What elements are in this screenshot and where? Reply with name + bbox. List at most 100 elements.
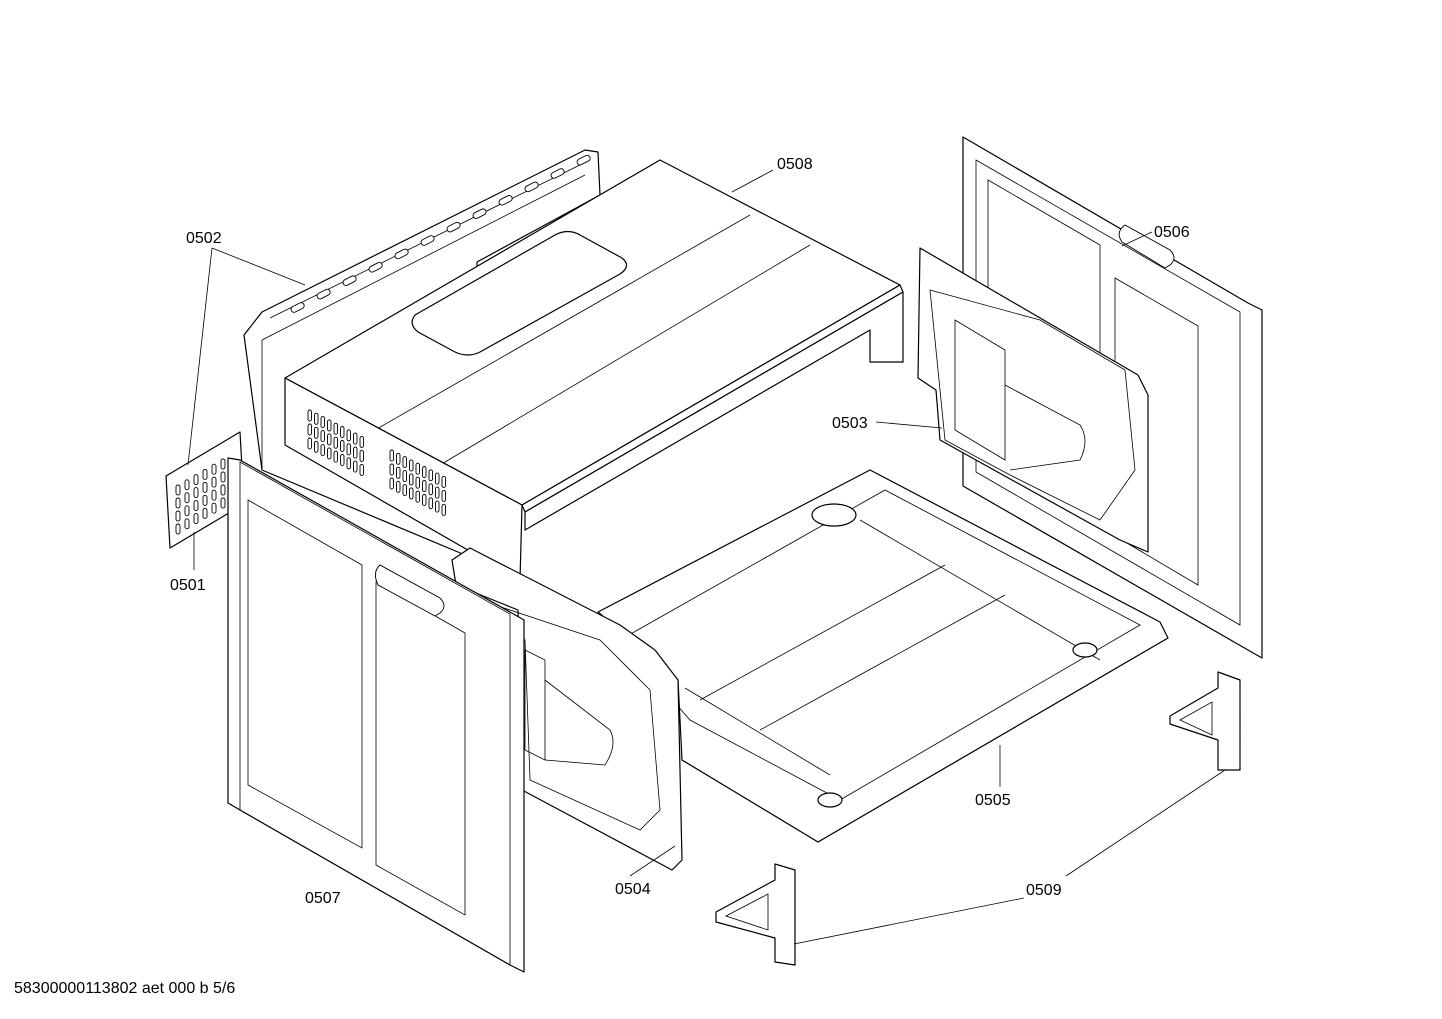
vent-slot	[211, 489, 217, 501]
vent-slot	[409, 459, 414, 472]
vent-slot	[211, 476, 217, 488]
vent-slot	[396, 452, 401, 465]
part-labels: 0502 0508 0506 0503 0501 0505 0504 0509 …	[170, 156, 1190, 907]
vent-slot	[402, 470, 407, 483]
vent-slot	[422, 466, 427, 478]
label-0505: 0505	[975, 792, 1011, 809]
vent-slot	[211, 502, 217, 514]
vent-slot	[202, 494, 208, 506]
vent-slot	[402, 456, 407, 469]
vent-slot	[415, 462, 420, 475]
vent-slot	[409, 473, 414, 486]
vent-slot	[193, 487, 199, 499]
label-0509: 0509	[1026, 882, 1062, 899]
vent-slot	[353, 460, 358, 473]
vent-slot	[316, 288, 331, 300]
vent-slot	[211, 463, 217, 475]
part-0501-vent-panel	[165, 431, 245, 549]
vent-slot	[435, 472, 440, 485]
vent-slot	[327, 419, 332, 432]
vent-slot	[314, 440, 319, 453]
vent-slot	[441, 475, 446, 488]
vent-slot	[422, 480, 427, 492]
vent-slot	[314, 412, 319, 425]
vent-slot	[394, 248, 409, 260]
vent-slot	[550, 168, 565, 179]
vent-slot	[446, 221, 461, 233]
vent-slot	[175, 497, 181, 509]
vent-slot	[346, 443, 351, 456]
vent-slot	[307, 423, 312, 436]
vent-slot	[389, 463, 394, 476]
vent-slot	[175, 484, 181, 496]
vent-slot	[498, 195, 513, 206]
part-0507-front-frame	[227, 457, 525, 973]
vent-slot	[389, 477, 394, 490]
vent-slot	[202, 481, 208, 493]
label-0507: 0507	[305, 890, 341, 907]
vent-slot	[342, 275, 357, 286]
part-0509-bracket-left	[715, 863, 796, 966]
vent-slot	[220, 458, 226, 470]
vent-slot	[333, 422, 338, 435]
vent-slot	[220, 484, 226, 496]
label-0501: 0501	[170, 577, 206, 594]
label-0508: 0508	[777, 156, 813, 173]
vent-slot	[184, 479, 190, 491]
vent-slot	[333, 436, 338, 449]
label-0503: 0503	[832, 415, 868, 432]
vent-slot	[353, 446, 358, 459]
vent-slot	[220, 471, 226, 483]
vent-slot	[441, 489, 446, 502]
vent-slot	[220, 497, 226, 509]
vent-slot	[202, 507, 208, 519]
vent-slot	[320, 444, 325, 457]
vent-slot	[346, 429, 351, 442]
vent-slot	[202, 468, 208, 480]
vent-slot	[353, 432, 358, 445]
vent-slot	[368, 262, 383, 273]
part-0503-inner-side-panel	[917, 247, 1149, 553]
leader-lines	[187, 169, 1226, 945]
vent-slot	[175, 523, 181, 535]
vent-slot	[428, 497, 433, 510]
vent-slot	[193, 513, 199, 525]
vent-slot	[409, 487, 414, 500]
vent-slot	[359, 463, 364, 476]
label-0506: 0506	[1154, 224, 1190, 241]
vent-slot	[314, 426, 319, 439]
part-0509-bracket-right	[1169, 671, 1241, 771]
vent-slot	[402, 484, 407, 497]
vent-slot	[415, 490, 420, 503]
vent-slot	[435, 500, 440, 513]
vent-slot	[428, 469, 433, 482]
vent-slot	[175, 510, 181, 522]
vent-slot	[340, 426, 345, 438]
vent-slot	[422, 494, 427, 506]
vent-slot	[576, 154, 591, 166]
vent-slot	[327, 433, 332, 446]
vent-slot	[333, 450, 338, 463]
label-0504: 0504	[615, 881, 651, 898]
vent-slot	[389, 449, 394, 462]
vent-slot	[193, 474, 199, 486]
document-code: 58300000113802 aet 000 b 5/6	[14, 980, 236, 997]
vent-slot	[428, 483, 433, 496]
vent-slot	[307, 409, 312, 422]
vent-slot	[184, 518, 190, 530]
vent-slot	[307, 437, 312, 450]
vent-slot	[472, 208, 487, 219]
vent-slot	[184, 492, 190, 504]
vent-slot	[320, 416, 325, 429]
part-0508-top-cover	[284, 159, 904, 581]
vent-slot	[327, 447, 332, 460]
vent-slot	[441, 503, 446, 516]
vent-slot	[340, 440, 345, 452]
vent-slot	[396, 480, 401, 493]
vent-slot	[340, 454, 345, 466]
vent-slot	[320, 430, 325, 443]
vent-slot	[184, 505, 190, 517]
vent-slot	[396, 466, 401, 479]
vent-slot	[359, 449, 364, 462]
